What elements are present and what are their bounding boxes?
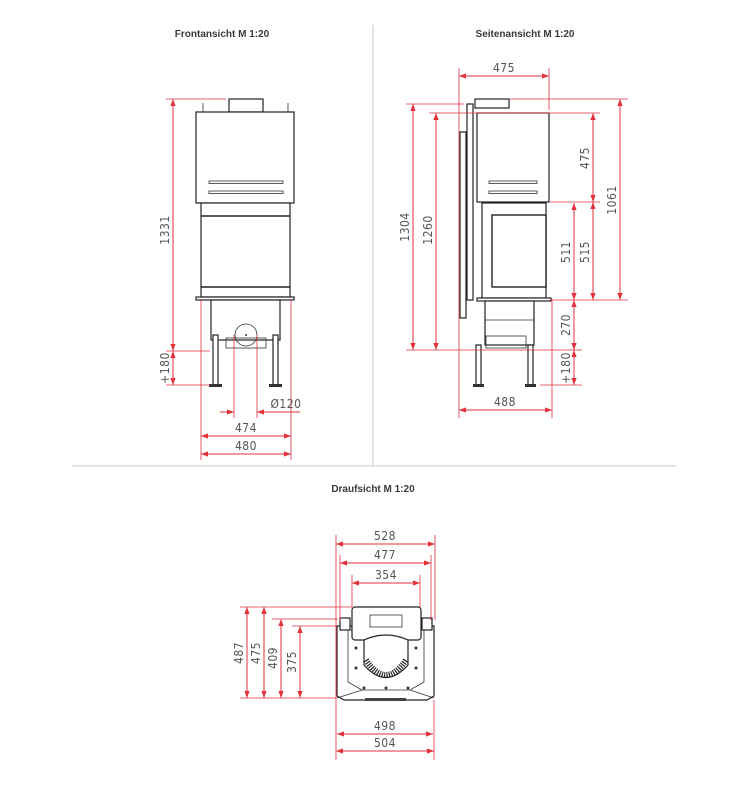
dimension-label: 528 (374, 529, 396, 543)
dimension-width-480: 480 (201, 439, 291, 457)
dimension-height-1331: 1331 (158, 99, 176, 351)
dimension-depth-409: 409 (266, 619, 284, 698)
dimension-label: 475 (249, 642, 263, 664)
dimension-label: 1331 (158, 215, 172, 244)
dimension-label: 1260 (421, 215, 435, 244)
dimension-upper-475: 475 (578, 113, 596, 202)
front-view-title: Frontansicht M 1:20 (175, 29, 270, 40)
dimension-height-1260: 1260 (421, 113, 439, 350)
dimension-label: 475 (578, 147, 592, 169)
dimension-depth-375: 375 (285, 626, 303, 698)
dimension-base-270: 270 (559, 300, 577, 350)
dimension-label: 375 (285, 651, 299, 673)
dimension-label: 354 (375, 568, 397, 582)
fireplace-top-drawing (336, 606, 435, 701)
side-view-title: Seitenansicht M 1:20 (476, 29, 575, 40)
dimension-leg-adjust-side: +180 (559, 350, 577, 385)
fireplace-side-drawing (459, 98, 552, 387)
dimension-label: 475 (493, 61, 515, 75)
dimension-label: +180 (559, 352, 573, 384)
dimension-label: 1304 (398, 212, 412, 241)
dimension-label: 504 (374, 736, 396, 750)
dimension-width-354: 354 (352, 568, 420, 586)
dimension-depth-487: 487 (232, 607, 250, 698)
dimension-flue-diameter: Ø120 (220, 397, 301, 415)
dimension-width-477: 477 (340, 548, 431, 566)
top-view: 528 477 354 487 475 409 375 498 (232, 529, 436, 760)
dimension-depth-488: 488 (459, 395, 552, 413)
dimension-label: 511 (559, 241, 573, 263)
dimension-label: 488 (494, 395, 516, 409)
dimension-depth-475: 475 (459, 61, 549, 79)
dimension-label: 498 (374, 719, 396, 733)
dimension-door-511: 511 (559, 203, 577, 300)
dimension-height-1304: 1304 (398, 104, 416, 350)
dimension-width-474: 474 (201, 421, 291, 439)
dimension-depth-475: 475 (249, 607, 267, 698)
dimension-label: 480 (235, 439, 257, 453)
dimension-label: 474 (235, 421, 257, 435)
dimension-label: 1061 (605, 185, 619, 214)
side-view: 475 1304 1260 475 1061 511 515 270 (398, 61, 628, 418)
fireplace-front-drawing (195, 98, 295, 387)
dimension-width-528: 528 (336, 529, 435, 547)
dimension-label: 270 (559, 314, 573, 336)
dimension-width-504: 504 (336, 736, 434, 754)
dimension-label: Ø120 (270, 397, 301, 411)
dimension-width-498: 498 (337, 719, 433, 737)
dimension-label: 477 (374, 548, 396, 562)
dimension-label: 487 (232, 642, 246, 664)
dimension-leg-adjust: +180 (158, 351, 176, 385)
front-view: 1331 +180 Ø120 474 480 (158, 98, 301, 460)
dimension-label: +180 (158, 352, 172, 384)
dimension-height-1061: 1061 (605, 99, 623, 300)
top-view-title: Draufsicht M 1:20 (331, 484, 415, 495)
dimension-label: 515 (578, 241, 592, 263)
dimension-door-515: 515 (578, 202, 596, 300)
dimension-label: 409 (266, 647, 280, 669)
